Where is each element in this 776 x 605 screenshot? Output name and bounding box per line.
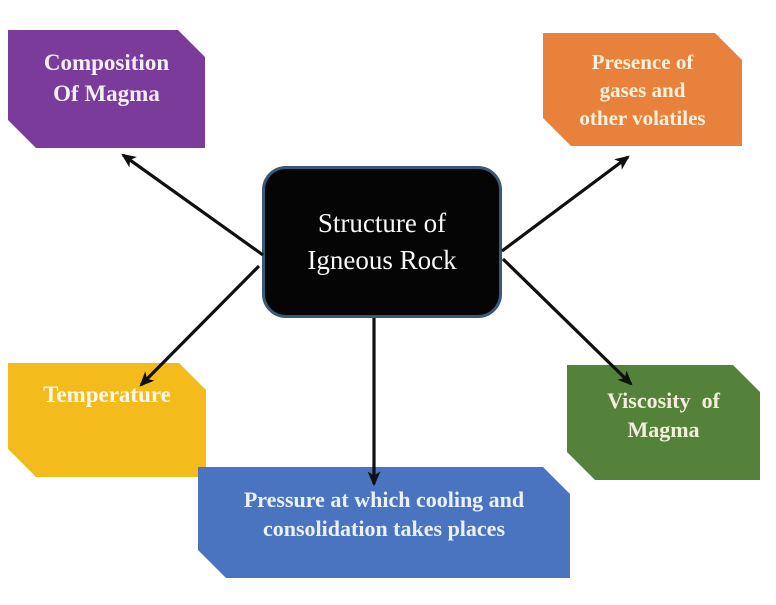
node-label-line: Magma <box>627 416 700 442</box>
node-label-line: other volatiles <box>579 105 706 130</box>
node-label-line: gases and <box>599 77 686 102</box>
node-label-line: Presence of <box>591 49 694 74</box>
node-label-line: Of Magma <box>53 81 160 106</box>
arrow-to-presence-of-gases <box>501 155 630 253</box>
center-label-line: Structure of <box>317 208 447 238</box>
node-composition-of-magma: Composition Of Magma <box>8 30 205 148</box>
node-temperature: Temperature <box>8 363 206 477</box>
node-label-line: consolidation takes places <box>262 515 506 541</box>
node-presence-of-gases: Presence of gases and other volatiles <box>543 33 742 146</box>
node-structure-of-igneous-rock: Structure of Igneous Rock <box>262 166 502 318</box>
center-label-line: Igneous Rock <box>307 245 457 275</box>
node-label-line: Temperature <box>43 382 171 407</box>
node-viscosity-of-magma: Viscosity of Magma <box>567 365 760 480</box>
node-pressure-cooling-consolidation: Pressure at which cooling and consolidat… <box>198 467 570 578</box>
node-label-line: Viscosity of <box>607 387 720 413</box>
arrow-to-composition-of-magma <box>121 153 264 257</box>
node-label-line: Composition <box>43 50 170 75</box>
node-label-line: Pressure at which cooling and <box>243 486 525 512</box>
